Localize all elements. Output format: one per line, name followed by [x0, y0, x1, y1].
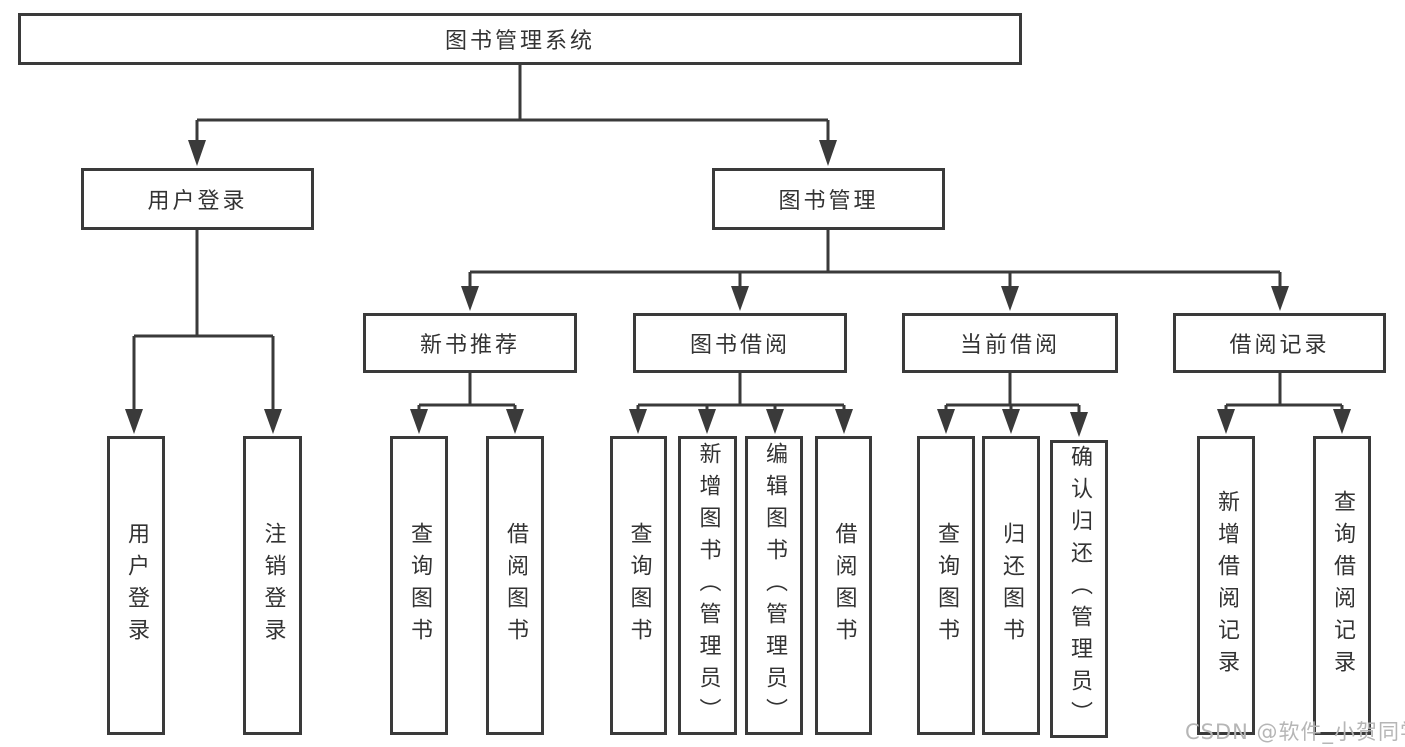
node-book-borrow: 图书借阅: [633, 313, 847, 373]
node-bb-edit-book: 编辑图书（管理员）: [745, 436, 803, 735]
book-mgmt-connector: [461, 230, 1289, 311]
node-cb-confirm-return: 确认归还（管理员）: [1050, 440, 1108, 738]
node-bb-add-book-label: 新增图书（管理员）: [695, 441, 721, 730]
node-rec-borrow-book-label: 借阅图书: [503, 521, 528, 650]
arrowhead-icon: [731, 286, 749, 311]
node-current-borrow: 当前借阅: [902, 313, 1118, 373]
arrowhead-icon: [1333, 409, 1351, 434]
arrowhead-icon: [1070, 412, 1088, 437]
node-user-login: 用户登录: [81, 168, 314, 230]
node-br-query-record: 查询借阅记录: [1313, 436, 1371, 735]
node-new-book-rec: 新书推荐: [363, 313, 577, 373]
arrowhead-icon: [506, 409, 524, 434]
node-br-add-record-label: 新增借阅记录: [1214, 489, 1239, 682]
node-borrow-record: 借阅记录: [1173, 313, 1386, 373]
user-login-connector: [125, 230, 282, 434]
arrowhead-icon: [1217, 409, 1235, 434]
node-user-login-label: 用户登录: [147, 189, 248, 214]
node-new-book-rec-label: 新书推荐: [419, 333, 520, 358]
node-user-login-leaf: 用户登录: [107, 436, 165, 735]
node-book-borrow-label: 图书借阅: [689, 333, 790, 358]
node-rec-query-book: 查询图书: [390, 436, 448, 735]
arrowhead-icon: [937, 409, 955, 434]
node-logout: 注销登录: [243, 436, 302, 735]
arrowhead-icon: [698, 409, 716, 434]
arrowhead-icon: [125, 409, 143, 434]
node-root-label: 图书管理系统: [444, 29, 595, 54]
node-cb-return-book-label: 归还图书: [999, 521, 1024, 650]
node-cb-confirm-return-label: 确认归还（管理员）: [1067, 445, 1092, 733]
node-book-mgmt: 图书管理: [712, 168, 945, 230]
node-bb-query-book-label: 查询图书: [626, 521, 652, 650]
node-logout-label: 注销登录: [260, 521, 286, 650]
arrowhead-icon: [461, 286, 479, 311]
node-book-mgmt-label: 图书管理: [778, 189, 879, 214]
new-book-rec-connector: [410, 373, 524, 434]
node-user-login-leaf-label: 用户登录: [124, 521, 149, 650]
arrowhead-icon: [264, 409, 282, 434]
node-bb-query-book: 查询图书: [610, 436, 667, 735]
node-rec-borrow-book: 借阅图书: [486, 436, 544, 735]
node-rec-query-book-label: 查询图书: [407, 521, 432, 650]
node-cb-query-book: 查询图书: [917, 436, 975, 735]
node-br-query-record-label: 查询借阅记录: [1330, 489, 1355, 682]
book-borrow-connector: [629, 373, 853, 434]
current-borrow-connector: [937, 373, 1088, 437]
arrowhead-icon: [1271, 286, 1289, 311]
arrowhead-icon: [835, 409, 853, 434]
node-bb-edit-book-label: 编辑图书（管理员）: [762, 441, 787, 730]
arrowhead-icon: [766, 409, 784, 434]
arrowhead-icon: [410, 409, 428, 434]
watermark: CSDN @软件_小贺同学: [1185, 720, 1405, 744]
arrowhead-icon: [819, 140, 837, 166]
arrowhead-icon: [1002, 409, 1020, 434]
node-borrow-record-label: 借阅记录: [1229, 333, 1330, 358]
node-bb-borrow-book: 借阅图书: [815, 436, 872, 735]
node-current-borrow-label: 当前借阅: [959, 333, 1060, 358]
root-connector: [188, 64, 837, 166]
node-root: 图书管理系统: [18, 13, 1022, 65]
node-cb-query-book-label: 查询图书: [934, 521, 959, 650]
arrowhead-icon: [629, 409, 647, 434]
node-br-add-record: 新增借阅记录: [1197, 436, 1255, 735]
arrowhead-icon: [188, 140, 206, 166]
node-bb-add-book: 新增图书（管理员）: [678, 436, 737, 735]
arrowhead-icon: [1001, 286, 1019, 311]
borrow-record-connector: [1217, 373, 1351, 434]
node-bb-borrow-book-label: 借阅图书: [831, 521, 857, 650]
node-cb-return-book: 归还图书: [982, 436, 1040, 735]
